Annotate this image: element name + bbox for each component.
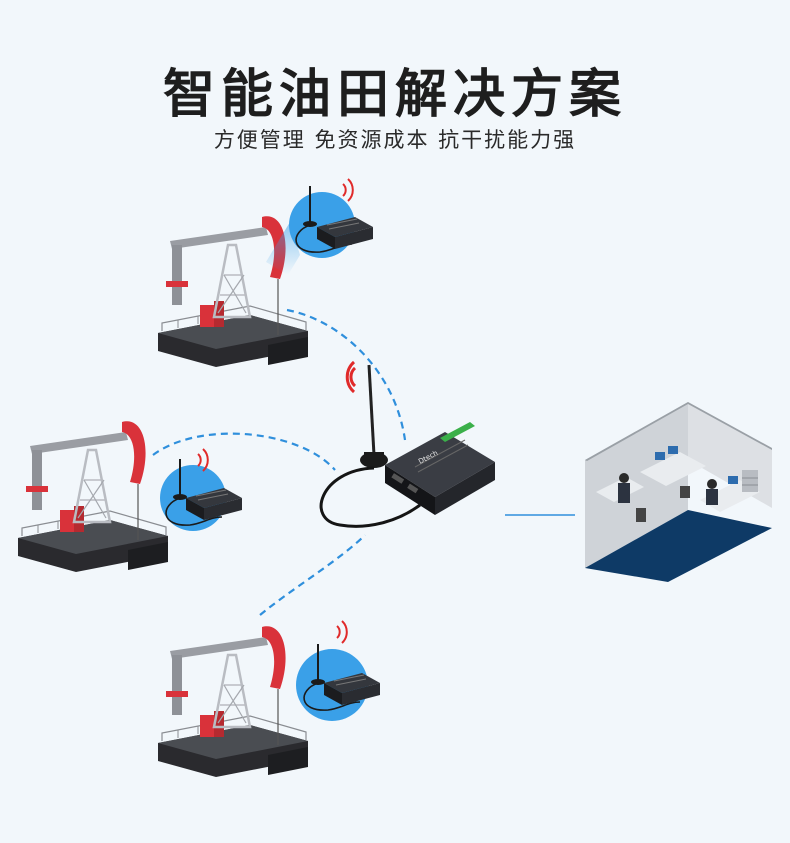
oil-pump-middle [16,420,170,574]
page-title: 智能油田解决方案 [162,65,627,125]
link-line-top [286,308,407,441]
radio-bubble-middle [160,448,243,531]
signal-icon-bottom [336,620,348,644]
page-subtitle: 方便管理 免资源成本 抗干扰能力强 [213,128,577,152]
link-line-bottom [259,534,366,616]
central-gateway: Dtech [319,360,495,528]
signal-icon-gateway [345,360,357,394]
radio-bubble-top [266,178,374,275]
radio-bubble-bottom [296,620,381,721]
oil-pump-bottom [156,625,310,779]
link-line-middle [152,432,336,471]
signal-icon-top [342,178,354,202]
control-room [585,402,772,582]
